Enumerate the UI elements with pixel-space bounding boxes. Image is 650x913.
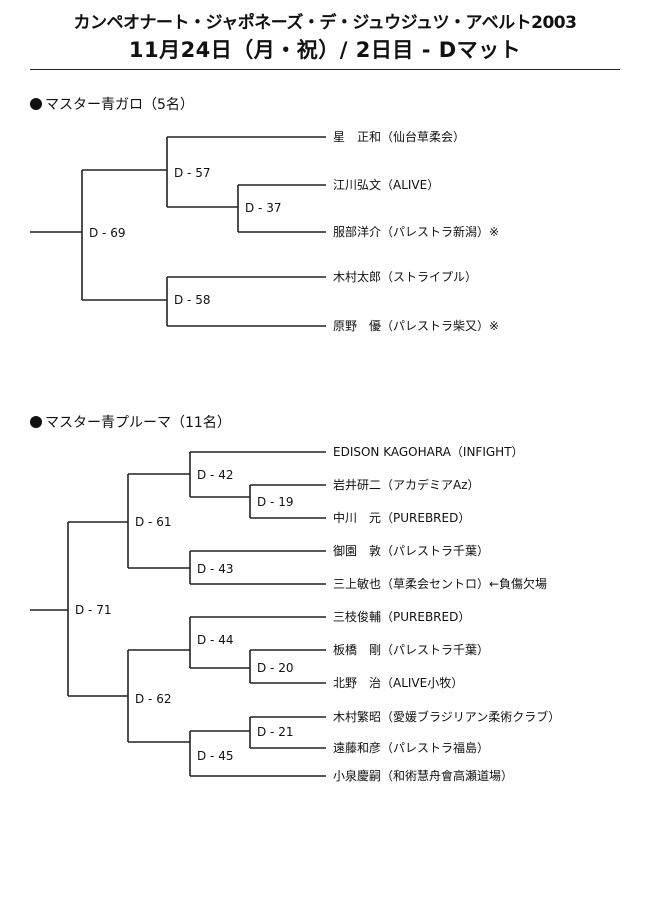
competitor-entry: 三枝俊輔（PUREBRED） bbox=[333, 609, 470, 624]
competitor-entry: 遠藤和彦（パレストラ福島） bbox=[333, 740, 489, 755]
bracket-title-text: マスター青ガロ（5名） bbox=[45, 97, 194, 113]
bullet-dot bbox=[30, 98, 42, 110]
competitor-entry: 服部洋介（パレストラ新潟）※ bbox=[333, 224, 499, 239]
match-label: D - 19 bbox=[257, 495, 293, 509]
match-label: D - 58 bbox=[174, 293, 210, 307]
header-divider bbox=[30, 69, 620, 70]
bracket-title-master-blue-pluma: マスター青プルーマ（11名） bbox=[30, 412, 231, 432]
match-label: D - 57 bbox=[174, 166, 210, 180]
competitor-entry: 江川弘文（ALIVE） bbox=[333, 177, 439, 192]
match-label: D - 62 bbox=[135, 692, 171, 706]
competitor-entry: 三上敏也（草柔会セントロ）←負傷欠場 bbox=[333, 576, 547, 591]
match-label: D - 37 bbox=[245, 201, 281, 215]
competitor-entry: EDISON KAGOHARA（INFIGHT） bbox=[333, 445, 524, 459]
bracket-title-master-blue-galo: マスター青ガロ（5名） bbox=[30, 94, 194, 114]
competitor-entry: 岩井研二（アカデミアAz） bbox=[333, 477, 480, 492]
competitor-entry: 小泉慶嗣（和術慧舟會高瀬道場） bbox=[333, 768, 513, 783]
bracket-master-blue-pluma: D - 71 D - 61 D - 42 D - 19 D - 43 D - 6… bbox=[30, 445, 560, 783]
match-label: D - 42 bbox=[197, 468, 233, 482]
competitor-entry: 木村太郎（ストライプル） bbox=[333, 269, 477, 284]
event-title: カンペオナート・ジャポネーズ・デ・ジュウジュツ・アベルト2003 bbox=[73, 13, 577, 33]
match-label: D - 21 bbox=[257, 725, 293, 739]
bracket-lines bbox=[30, 136, 326, 327]
match-label: D - 45 bbox=[197, 749, 233, 763]
bracket-master-blue-galo: D - 69 D - 57 D - 37 D - 58 星 正和（仙台草柔会） … bbox=[30, 129, 499, 333]
event-date-mat: 11月24日（月・祝）/ 2日目 - Dマット bbox=[128, 38, 522, 62]
competitor-entry: 原野 優（パレストラ柴又）※ bbox=[333, 319, 499, 333]
competitor-entry: 中川 元（PUREBRED） bbox=[333, 510, 470, 525]
competitor-entry: 木村繁昭（愛媛ブラジリアン柔術クラブ） bbox=[333, 709, 560, 724]
match-label: D - 43 bbox=[197, 562, 233, 576]
match-label: D - 44 bbox=[197, 633, 233, 647]
match-label: D - 20 bbox=[257, 661, 293, 675]
bullet-dot bbox=[30, 416, 42, 428]
bracket-title-text: マスター青プルーマ（11名） bbox=[45, 415, 231, 431]
match-label: D - 69 bbox=[89, 226, 125, 240]
competitor-entry: 板橋 剛（パレストラ千葉） bbox=[333, 643, 489, 657]
competitor-entry: 星 正和（仙台草柔会） bbox=[333, 129, 465, 144]
bracket-lines bbox=[30, 451, 326, 777]
competitor-entry: 御園 敦（パレストラ千葉） bbox=[333, 543, 489, 558]
match-label: D - 71 bbox=[75, 603, 111, 617]
competitor-entry: 北野 治（ALIVE小牧） bbox=[333, 676, 463, 690]
match-label: D - 61 bbox=[135, 515, 171, 529]
